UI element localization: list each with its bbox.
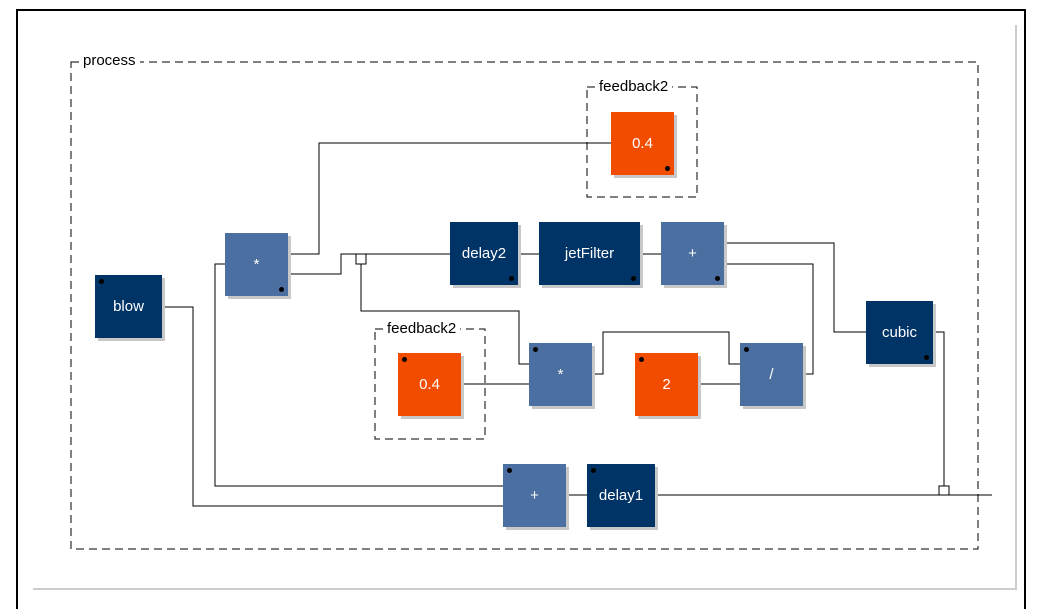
block-add-top[interactable]: + xyxy=(661,222,724,285)
group-label-feedback2-top: feedback2 xyxy=(595,79,673,95)
block-multiply-2[interactable]: * xyxy=(529,343,592,406)
port-dot xyxy=(591,468,596,473)
wire-mul2-to-div xyxy=(592,331,740,375)
wire-split-to-mul2 xyxy=(360,259,529,365)
block-label: cubic xyxy=(881,324,918,341)
block-label: / xyxy=(769,366,774,383)
block-constant-mid[interactable]: 0.4 xyxy=(398,353,461,416)
block-delay2[interactable]: delay2 xyxy=(450,222,518,285)
block-label: + xyxy=(530,487,539,504)
port-dot xyxy=(744,347,749,352)
wire-mul1-to-addbottom xyxy=(214,263,503,487)
port-dot xyxy=(533,347,538,352)
block-label: blow xyxy=(113,298,144,315)
group-process-box xyxy=(70,61,979,550)
wire-blow-to-addbottom xyxy=(162,306,503,507)
port-dot xyxy=(507,468,512,473)
block-constant-top[interactable]: 0.4 xyxy=(611,112,674,175)
wire-cubic-to-output xyxy=(933,331,945,486)
block-label: 0.4 xyxy=(632,135,653,152)
port-dot xyxy=(924,355,929,360)
port-dot xyxy=(279,287,284,292)
wire-cubic-to-addtop xyxy=(724,242,866,333)
block-label: * xyxy=(253,256,260,273)
group-label-feedback2-mid: feedback2 xyxy=(383,321,461,337)
block-add-bottom[interactable]: + xyxy=(503,464,566,527)
split-junction xyxy=(355,253,367,265)
port-dot xyxy=(639,357,644,362)
block-constant-two[interactable]: 2 xyxy=(635,353,698,416)
port-dot xyxy=(665,166,670,171)
block-label: * xyxy=(557,366,564,383)
port-dot xyxy=(715,276,720,281)
port-dot xyxy=(99,279,104,284)
block-label: + xyxy=(688,245,697,262)
wire-delay2-to-mul1 xyxy=(289,253,450,275)
wire-div-to-addtop xyxy=(724,263,814,375)
port-dot xyxy=(631,276,636,281)
block-multiply-1[interactable]: * xyxy=(225,233,288,296)
block-divide[interactable]: / xyxy=(740,343,803,406)
output-junction xyxy=(938,485,950,496)
block-label: 2 xyxy=(662,376,671,393)
port-dot xyxy=(509,276,514,281)
diagram-frame xyxy=(16,9,1026,609)
block-jetfilter[interactable]: jetFilter xyxy=(539,222,640,285)
block-label: delay2 xyxy=(461,245,507,262)
block-label: jetFilter xyxy=(564,245,615,262)
group-label-process: process xyxy=(79,53,140,69)
port-dot xyxy=(402,357,407,362)
block-delay1[interactable]: delay1 xyxy=(587,464,655,527)
block-label: delay1 xyxy=(598,487,644,504)
block-label: 0.4 xyxy=(419,376,440,393)
block-cubic[interactable]: cubic xyxy=(866,301,933,364)
block-blow[interactable]: blow xyxy=(95,275,162,338)
wire-const-top-to-mul1 xyxy=(289,142,611,255)
